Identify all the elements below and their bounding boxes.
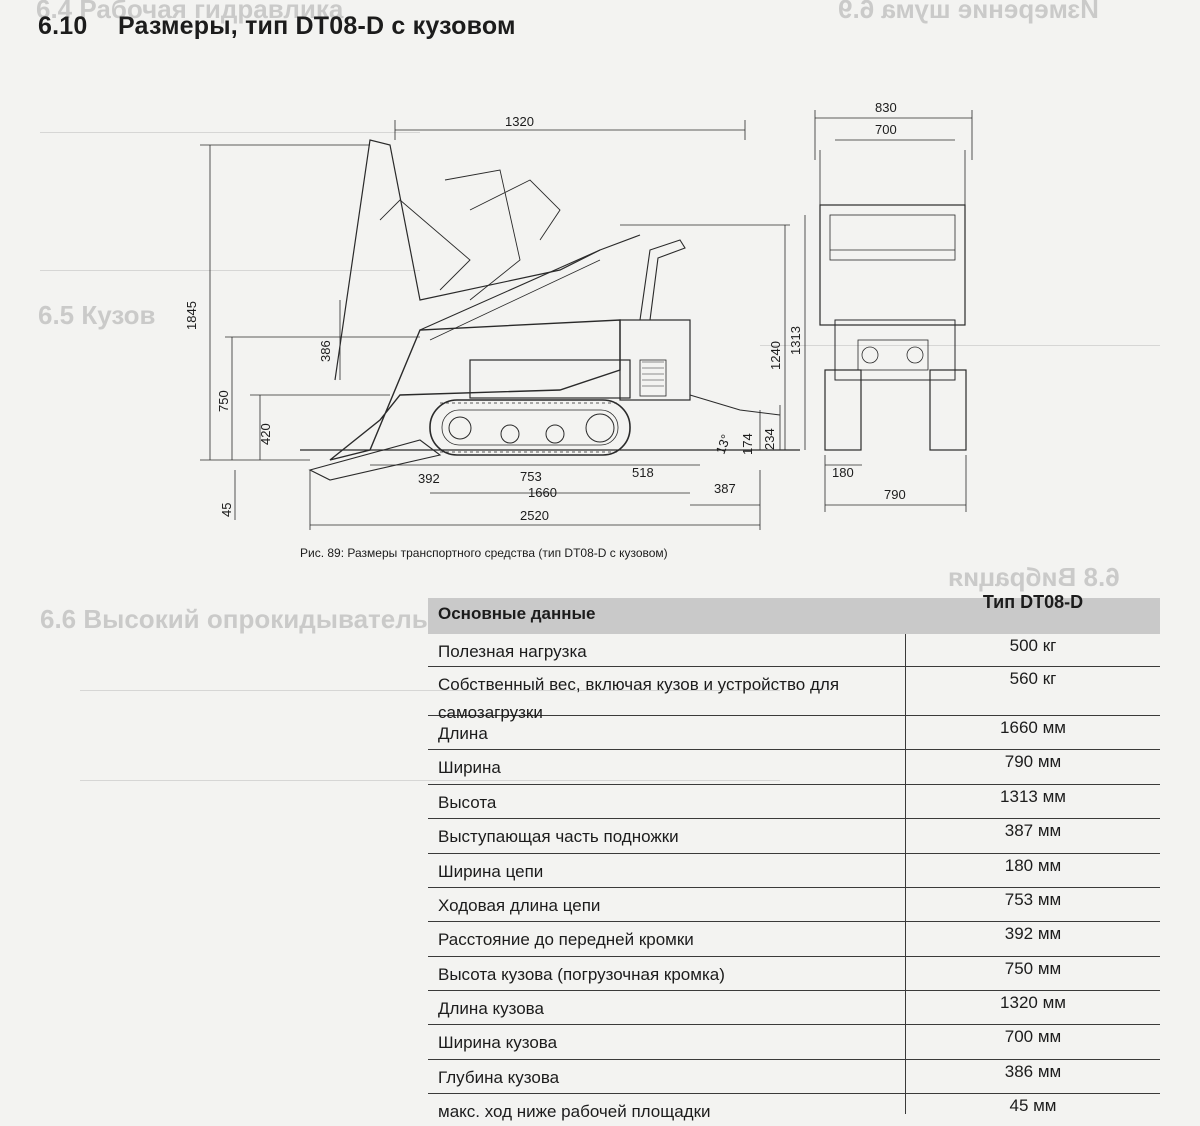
table-row: Выступающая часть подножки 387 мм: [428, 819, 1160, 854]
row-label: Высота кузова (погрузочная кромка): [438, 965, 725, 984]
row-label: Ширина: [438, 758, 501, 777]
track: [429, 399, 631, 456]
dim-45: 45: [219, 503, 234, 517]
row-label: макс. ход ниже рабочей площадки: [438, 1102, 711, 1121]
row-label: Глубина кузова: [438, 1068, 560, 1087]
dim-1845: 1845: [184, 301, 199, 330]
table-row: Глубина кузова 386 мм: [428, 1060, 1160, 1094]
row-value: 753 мм: [1004, 890, 1062, 909]
bleed-rule: [80, 780, 780, 781]
dim-1313: 1313: [788, 326, 803, 355]
row-label: Длина: [438, 724, 488, 743]
table-row: Собственный вес, включая кузов и устройс…: [428, 667, 1160, 722]
section-title: 6.10 Размеры, тип DT08-D с кузовом: [38, 12, 516, 41]
row-label: Высота: [438, 793, 497, 812]
bleed-rule: [760, 345, 1160, 346]
track-wheel: [448, 416, 472, 440]
dump-body: [329, 319, 621, 461]
dim-180: 180: [832, 465, 854, 480]
dim-386: 386: [318, 340, 333, 362]
table-row: Длина 1660 мм: [428, 716, 1160, 750]
bleed-rule: [80, 690, 780, 691]
row-label: Ширина цепи: [438, 862, 544, 881]
table-row: Высота 1313 мм: [428, 785, 1160, 819]
figure-caption: Рис. 89: Размеры транспортного средства …: [300, 546, 668, 560]
row-label: Длина кузова: [438, 999, 544, 1018]
table-row: Расстояние до передней кромки 392 мм: [428, 922, 1160, 957]
dim-700: 700: [875, 122, 897, 137]
dim-753: 753: [520, 469, 542, 484]
dim-234: 234: [762, 428, 777, 450]
bleed-heading-top-left: 6.4 Рабочая гидравлика: [36, 0, 344, 24]
dim-392: 392: [418, 471, 440, 486]
table-header: Основные данные Тип DT08-D: [428, 592, 1160, 634]
table-column-divider: [905, 614, 906, 1114]
dim-174: 174: [740, 433, 755, 455]
dim-13-deg: 13°: [713, 432, 734, 456]
row-value: 386 мм: [1004, 1062, 1062, 1081]
table-row: Полезная нагрузка 500 кг: [428, 634, 1160, 667]
front-view: [819, 150, 967, 451]
dim-420: 420: [258, 423, 273, 445]
dim-830: 830: [875, 100, 897, 115]
bleed-heading-6-8: 6.8 Вибрация: [948, 562, 1120, 592]
dim-387: 387: [714, 481, 736, 496]
dim-1320: 1320: [505, 114, 534, 129]
row-label: Полезная нагрузка: [438, 642, 587, 661]
row-value: 1660 мм: [1000, 718, 1066, 737]
header-label: Основные данные: [438, 604, 596, 623]
spec-table: Основные данные Тип DT08-D Полезная нагр…: [428, 592, 1160, 1126]
sprocket: [585, 413, 615, 443]
dim-790: 790: [884, 487, 906, 502]
section-number: 6.10: [38, 12, 88, 40]
bleed-rule: [40, 132, 420, 133]
row-value: 180 мм: [1004, 856, 1062, 875]
dim-1660: 1660: [528, 485, 557, 500]
row-label: Расстояние до передней кромки: [438, 930, 694, 949]
dim-2520: 2520: [520, 508, 549, 523]
table-row: Ширина цепи 180 мм: [428, 854, 1160, 888]
section-title-text: Размеры, тип DT08-D с кузовом: [118, 12, 516, 40]
row-value: 45 мм: [1009, 1096, 1057, 1115]
dim-750: 750: [216, 390, 231, 412]
table-row: Ширина кузова 700 мм: [428, 1025, 1160, 1060]
header-value: Тип DT08-D: [982, 592, 1084, 612]
row-label: Выступающая часть подножки: [438, 827, 679, 846]
dim-1240: 1240: [768, 341, 783, 370]
table-row: макс. ход ниже рабочей площадки 45 мм: [428, 1094, 1160, 1126]
dimension-drawing: 1320 830 700 1845 386 750 420 45 1240 13…: [184, 100, 973, 530]
row-value: 790 мм: [1004, 752, 1062, 771]
bleed-heading-6-5: 6.5 Кузов: [38, 300, 156, 330]
row-value: 1320 мм: [1000, 993, 1066, 1012]
row-value: 1313 мм: [1000, 787, 1066, 806]
row-value: 700 мм: [1004, 1027, 1062, 1046]
row-value: 500 кг: [1009, 636, 1057, 655]
bleed-rule: [40, 270, 420, 271]
table-row: Длина кузова 1320 мм: [428, 991, 1160, 1025]
row-value: 387 мм: [1004, 821, 1062, 840]
row-label: Ходовая длина цепи: [438, 896, 601, 915]
row-label: Ширина кузова: [438, 1033, 558, 1052]
row-label: Собственный вес, включая кузов и устройс…: [438, 675, 840, 722]
dim-518: 518: [632, 465, 654, 480]
row-value: 560 кг: [1009, 669, 1057, 688]
row-value: 750 мм: [1004, 959, 1062, 978]
bleed-heading-top-right: Измерение шума 6.9: [838, 0, 1099, 24]
table-row: Ходовая длина цепи 753 мм: [428, 888, 1160, 922]
table-row: Высота кузова (погрузочная кромка) 750 мм: [428, 957, 1160, 991]
table-row: Ширина 790 мм: [428, 750, 1160, 785]
row-value: 392 мм: [1004, 924, 1062, 943]
